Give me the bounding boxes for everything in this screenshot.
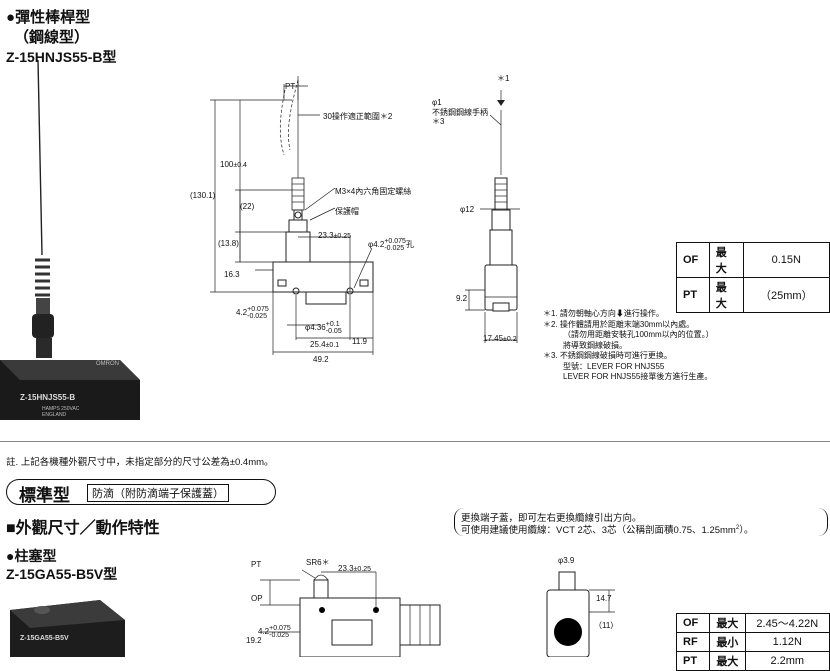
section1-subtitle: （鋼線型） [14,29,90,46]
label-dim-233: 23.3±0.25 [318,231,352,240]
note-item: LEVER FOR HNJS55接單後方進行生產。 [563,372,713,381]
bracket-note: 更換端子蓋，即可左右更換纜線引出方向。 可使用建議使用纜線：VCT 2芯、3芯（… [454,508,828,536]
label-dim-42: 4.2+0.075-0.025 [236,306,269,320]
spec-row: PT 最大 2.2mm [675,651,830,671]
spec-table-hnjs55: OF 最大 0.15N PT 最大 （25mm） [676,242,830,313]
label-dim-11: （11） [594,621,619,630]
label-cap: 保護帽 [335,207,359,216]
product-photo-hnjs55: Z-15HNJS55-B OMRON HAMPS 250VAC ENGLAND [0,60,140,420]
label-op-range: 30操作適正範圍＊2 [323,112,393,121]
label-ga-192: 19.2 [246,636,262,645]
label-star3: ＊3 [432,117,445,126]
divider [0,441,830,442]
label-phi39: φ3.9 [558,556,575,565]
photo1-label-line1: HAMPS 250VAC [42,406,80,412]
photo1-label-main: Z-15HNJS55-B [20,393,75,402]
label-dim-436: φ4.36+0.1-0.05 [305,321,342,335]
spec-table-ga55: OF 最大 2.45～4.22N RF 最小 1.12N PT 最大 2.2mm [675,613,830,671]
label-dim-92: 9.2 [456,294,468,303]
dimension-drawing-side [465,90,520,343]
label-dim-147: 14.7 [596,594,612,603]
note-item: ＊2. 操作體請用於距離末端30mm以內處。 [543,319,695,329]
photo1-label-line2: ENGLAND [42,412,67,418]
section1-title: ●彈性棒桿型 [6,9,91,26]
dimension-drawing-ga55-front [260,569,441,657]
bracket-line2: 可使用建議使用纜線：VCT 2芯、3芯（公稱剖面積0.75、1.25mm2）。 [461,524,754,536]
label-ga-pt: PT [251,560,262,569]
spec-row: OF 最大 0.15N [676,242,830,278]
footnote: 註. 上記各機種外觀尺寸中，未指定部分的尺寸公差為±0.4mm。 [6,457,274,468]
spec-row: PT 最大 （25mm） [676,277,830,313]
label-dim-1745: 17.45±0.2 [483,334,517,343]
section2-heading: ■外觀尺寸／動作特性 [6,520,160,537]
label-ga-42: 4.2+0.075-0.025 [258,625,291,639]
label-dim-100: 100±0.4 [220,160,247,169]
bracket-line1: 更換端子蓋，即可左右更換纜線引出方向。 [461,513,642,524]
note-item: ＊1. 請勿朝軸心方向⬇進行操作。 [543,309,664,318]
label-op: OP [251,594,263,603]
section2-model: Z-15GA55-B5V型 [6,566,118,582]
section2-subtitle: ●柱塞型 [6,548,57,564]
pill-sub: 防滴（附防滴端子保護蓋） [87,484,229,502]
standard-type-pill: 標準型 防滴（附防滴端子保護蓋） [6,479,276,505]
note-item: 型號：LEVER FOR HNJS55 [563,361,665,371]
note-item: 將導致鋼線破損。 [563,340,627,350]
section1-model: Z-15HNJS55-B型 [6,49,117,65]
label-phi1: φ1 [432,98,442,107]
label-star1: ＊1 [497,74,510,83]
photo2-label: Z-15GA55-B5V [20,635,69,642]
dimension-drawing-ga55-side [546,571,615,657]
label-pt: PT [285,82,296,91]
label-phi12: φ12 [460,205,475,214]
label-dim-119: 11.9 [352,337,367,346]
label-dim-492: 49.2 [313,355,329,364]
dimension-drawing-front [210,76,374,355]
spec-row: OF 最大 2.45～4.22N [675,613,830,633]
pill-title: 標準型 [19,486,70,505]
notes-list: ＊1. 請勿朝軸心方向⬇進行操作。 ＊2. 操作體請用於距離末端30mm以內處。… [543,309,714,383]
spec-row: RF 最小 1.12N [675,632,830,652]
label-screw: M3×4內六角固定螺絲 [335,187,412,196]
label-wire: 不銹鋼鋼線手柄 [432,108,488,117]
label-dim-163: 16.3 [224,270,240,279]
note-item: （請勿用距離安裝孔100mm以內的位置。） [563,330,714,339]
label-ga-233: 23.3±0.25 [338,564,372,573]
product-photo-ga55: Z-15GA55-B5V [10,600,125,657]
photo1-label-brand: OMRON [96,361,119,367]
label-sr6: SR6＊ [306,558,330,567]
label-dim-138: (13.8) [218,239,239,248]
label-dim-254: 25.4±0.1 [310,340,340,349]
note-item: ＊3. 不銹鋼鋼線破損時可進行更換。 [543,351,672,360]
label-dim-22: (22) [240,202,255,211]
label-dim-130: (130.1) [190,191,216,200]
